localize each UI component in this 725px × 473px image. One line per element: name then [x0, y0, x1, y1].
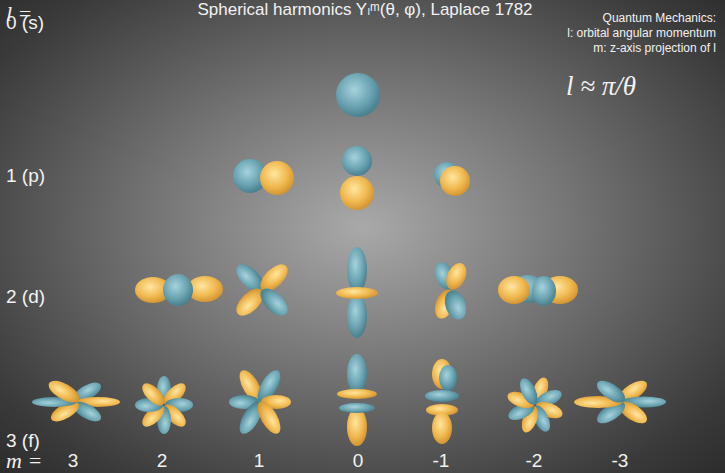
column-label: -2	[526, 451, 543, 472]
chart-title: Spherical harmonics Yₗᵐ(θ, φ), Laplace 1…	[197, 1, 532, 20]
formula-text: l ≈ π/θ	[566, 72, 636, 102]
column-label: -3	[612, 451, 629, 472]
axis-label: m =	[6, 449, 42, 473]
note-text: Quantum Mechanics:	[603, 12, 716, 25]
column-label: 2	[157, 451, 168, 472]
row-label: 1 (p)	[6, 166, 45, 187]
column-label: 1	[254, 451, 265, 472]
note-text: m: z-axis projection of l	[593, 42, 716, 55]
column-label: -1	[433, 451, 450, 472]
column-label: 0	[353, 451, 364, 472]
row-label: 0 (s)	[6, 13, 44, 34]
column-label: 3	[68, 451, 79, 472]
note-text: l: orbital angular momentum	[567, 27, 716, 40]
row-label: 2 (d)	[6, 287, 45, 308]
